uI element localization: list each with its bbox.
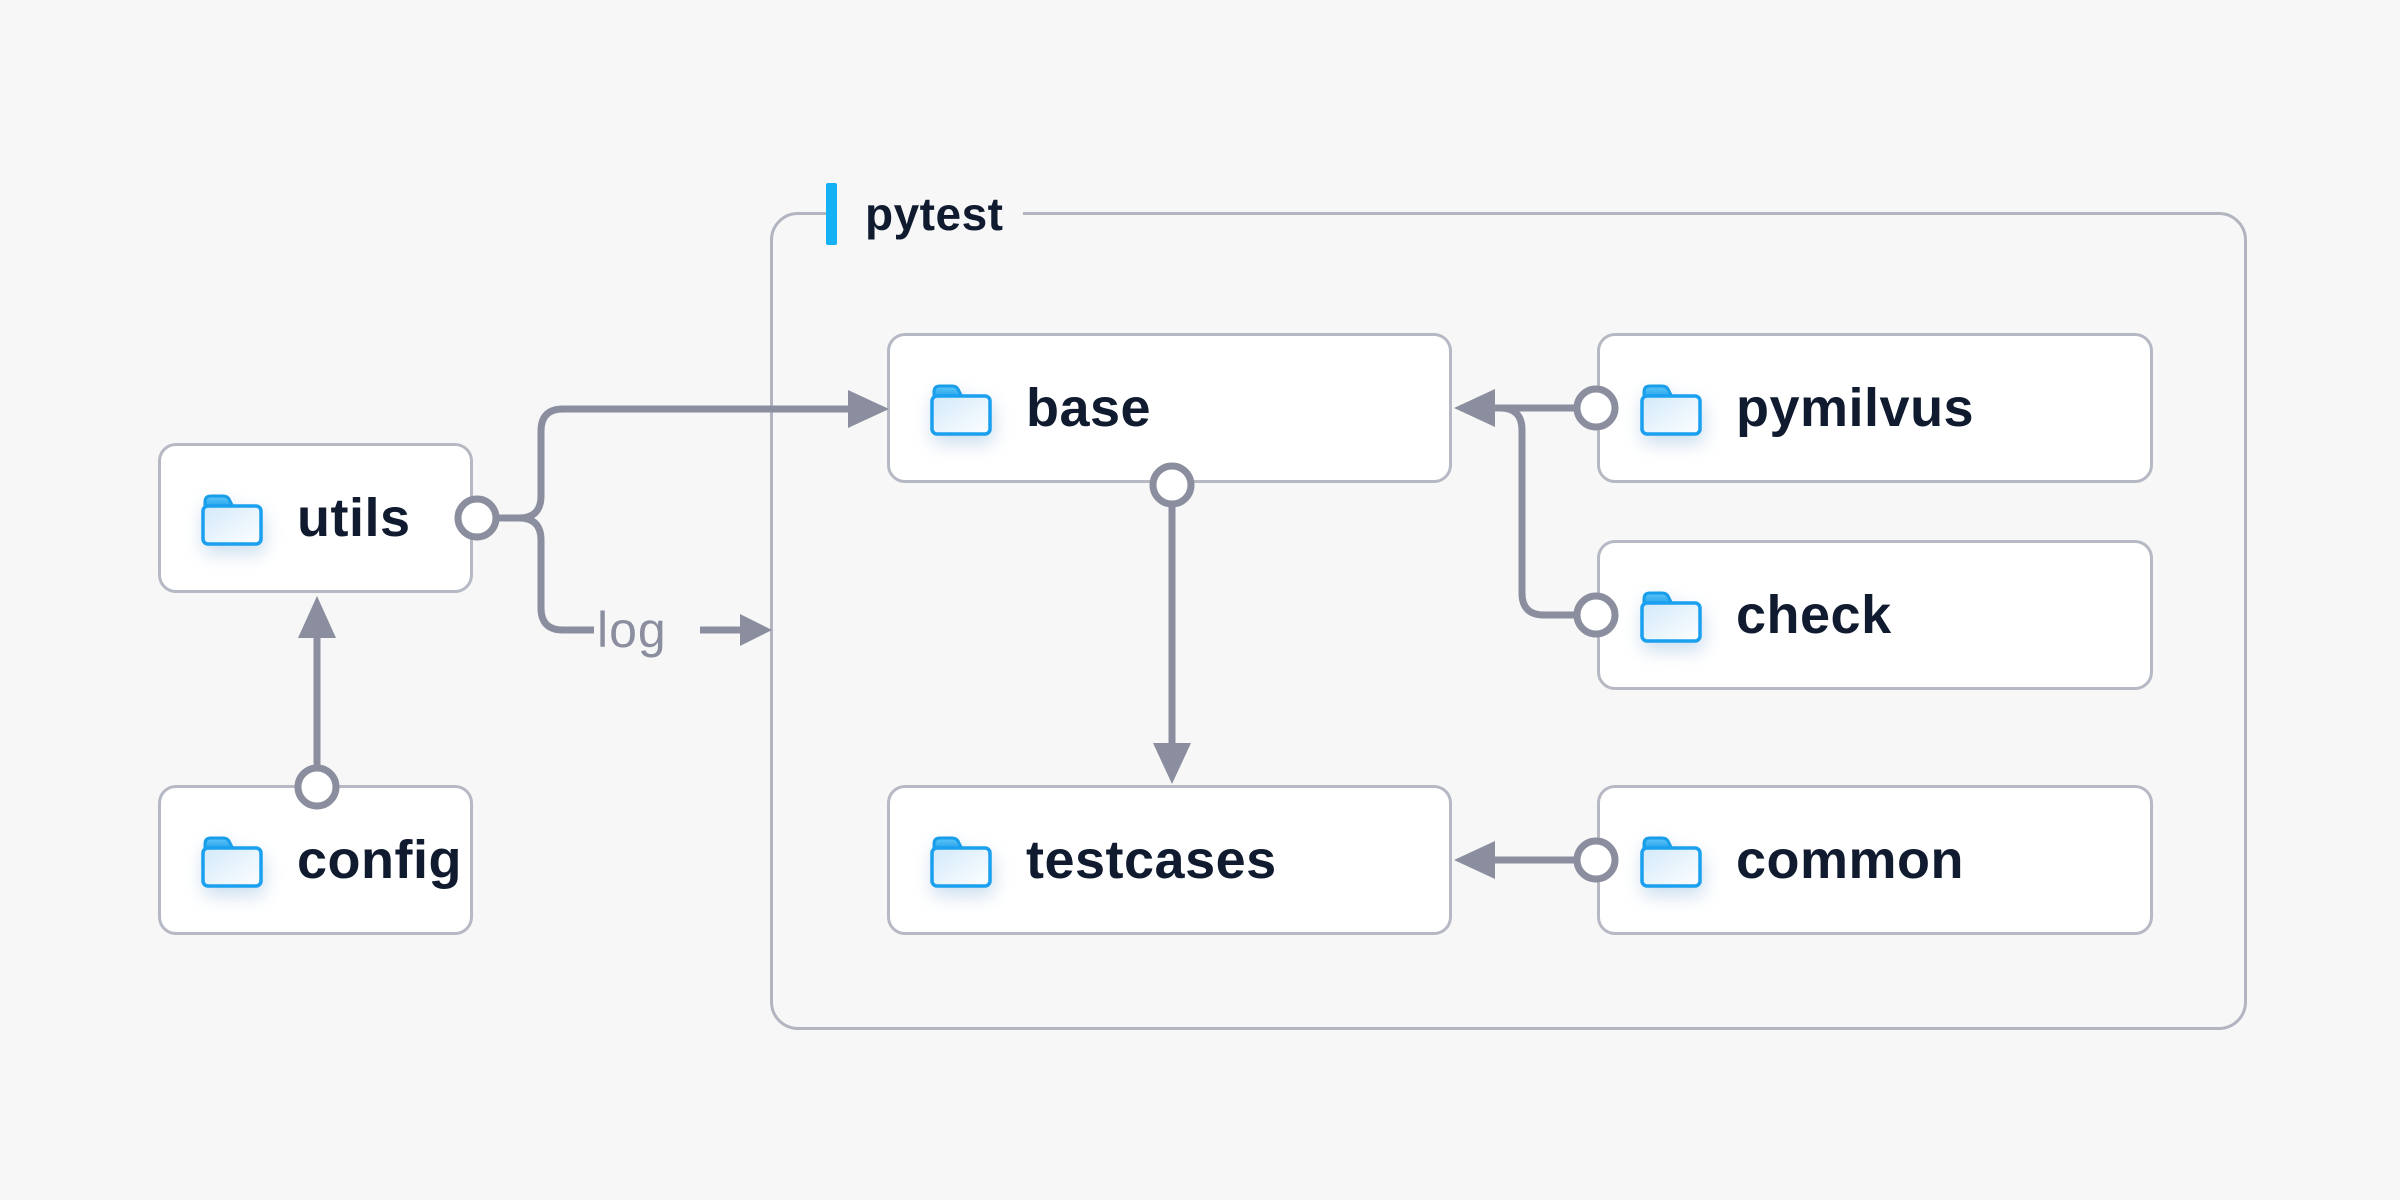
node-config-label: config — [297, 830, 462, 890]
node-pymilvus-label: pymilvus — [1736, 378, 1975, 438]
folder-icon — [1640, 384, 1702, 436]
folder-icon — [930, 836, 992, 888]
folder-icon — [930, 384, 992, 436]
node-common: common — [1597, 785, 2153, 935]
node-pymilvus: pymilvus — [1597, 333, 2153, 483]
node-check: check — [1597, 540, 2153, 690]
edge-config-utils — [294, 596, 340, 810]
node-common-label: common — [1736, 830, 1965, 890]
node-utils-label: utils — [297, 488, 411, 548]
node-check-label: check — [1736, 585, 1892, 645]
folder-icon — [1640, 836, 1702, 888]
node-base: base — [887, 333, 1452, 483]
node-testcases-label: testcases — [1026, 830, 1277, 890]
pytest-group-label: pytest — [826, 183, 1024, 245]
arrowhead — [740, 614, 772, 646]
pytest-group-label-text: pytest — [865, 188, 1004, 240]
folder-icon — [1640, 591, 1702, 643]
arrowhead — [298, 596, 336, 638]
node-testcases: testcases — [887, 785, 1452, 935]
accent-bar — [826, 183, 837, 245]
folder-icon — [201, 836, 263, 888]
node-base-label: base — [1026, 378, 1152, 438]
node-config: config — [158, 785, 473, 935]
node-utils: utils — [158, 443, 473, 593]
folder-icon — [201, 494, 263, 546]
edge-label-log: log — [597, 602, 667, 658]
